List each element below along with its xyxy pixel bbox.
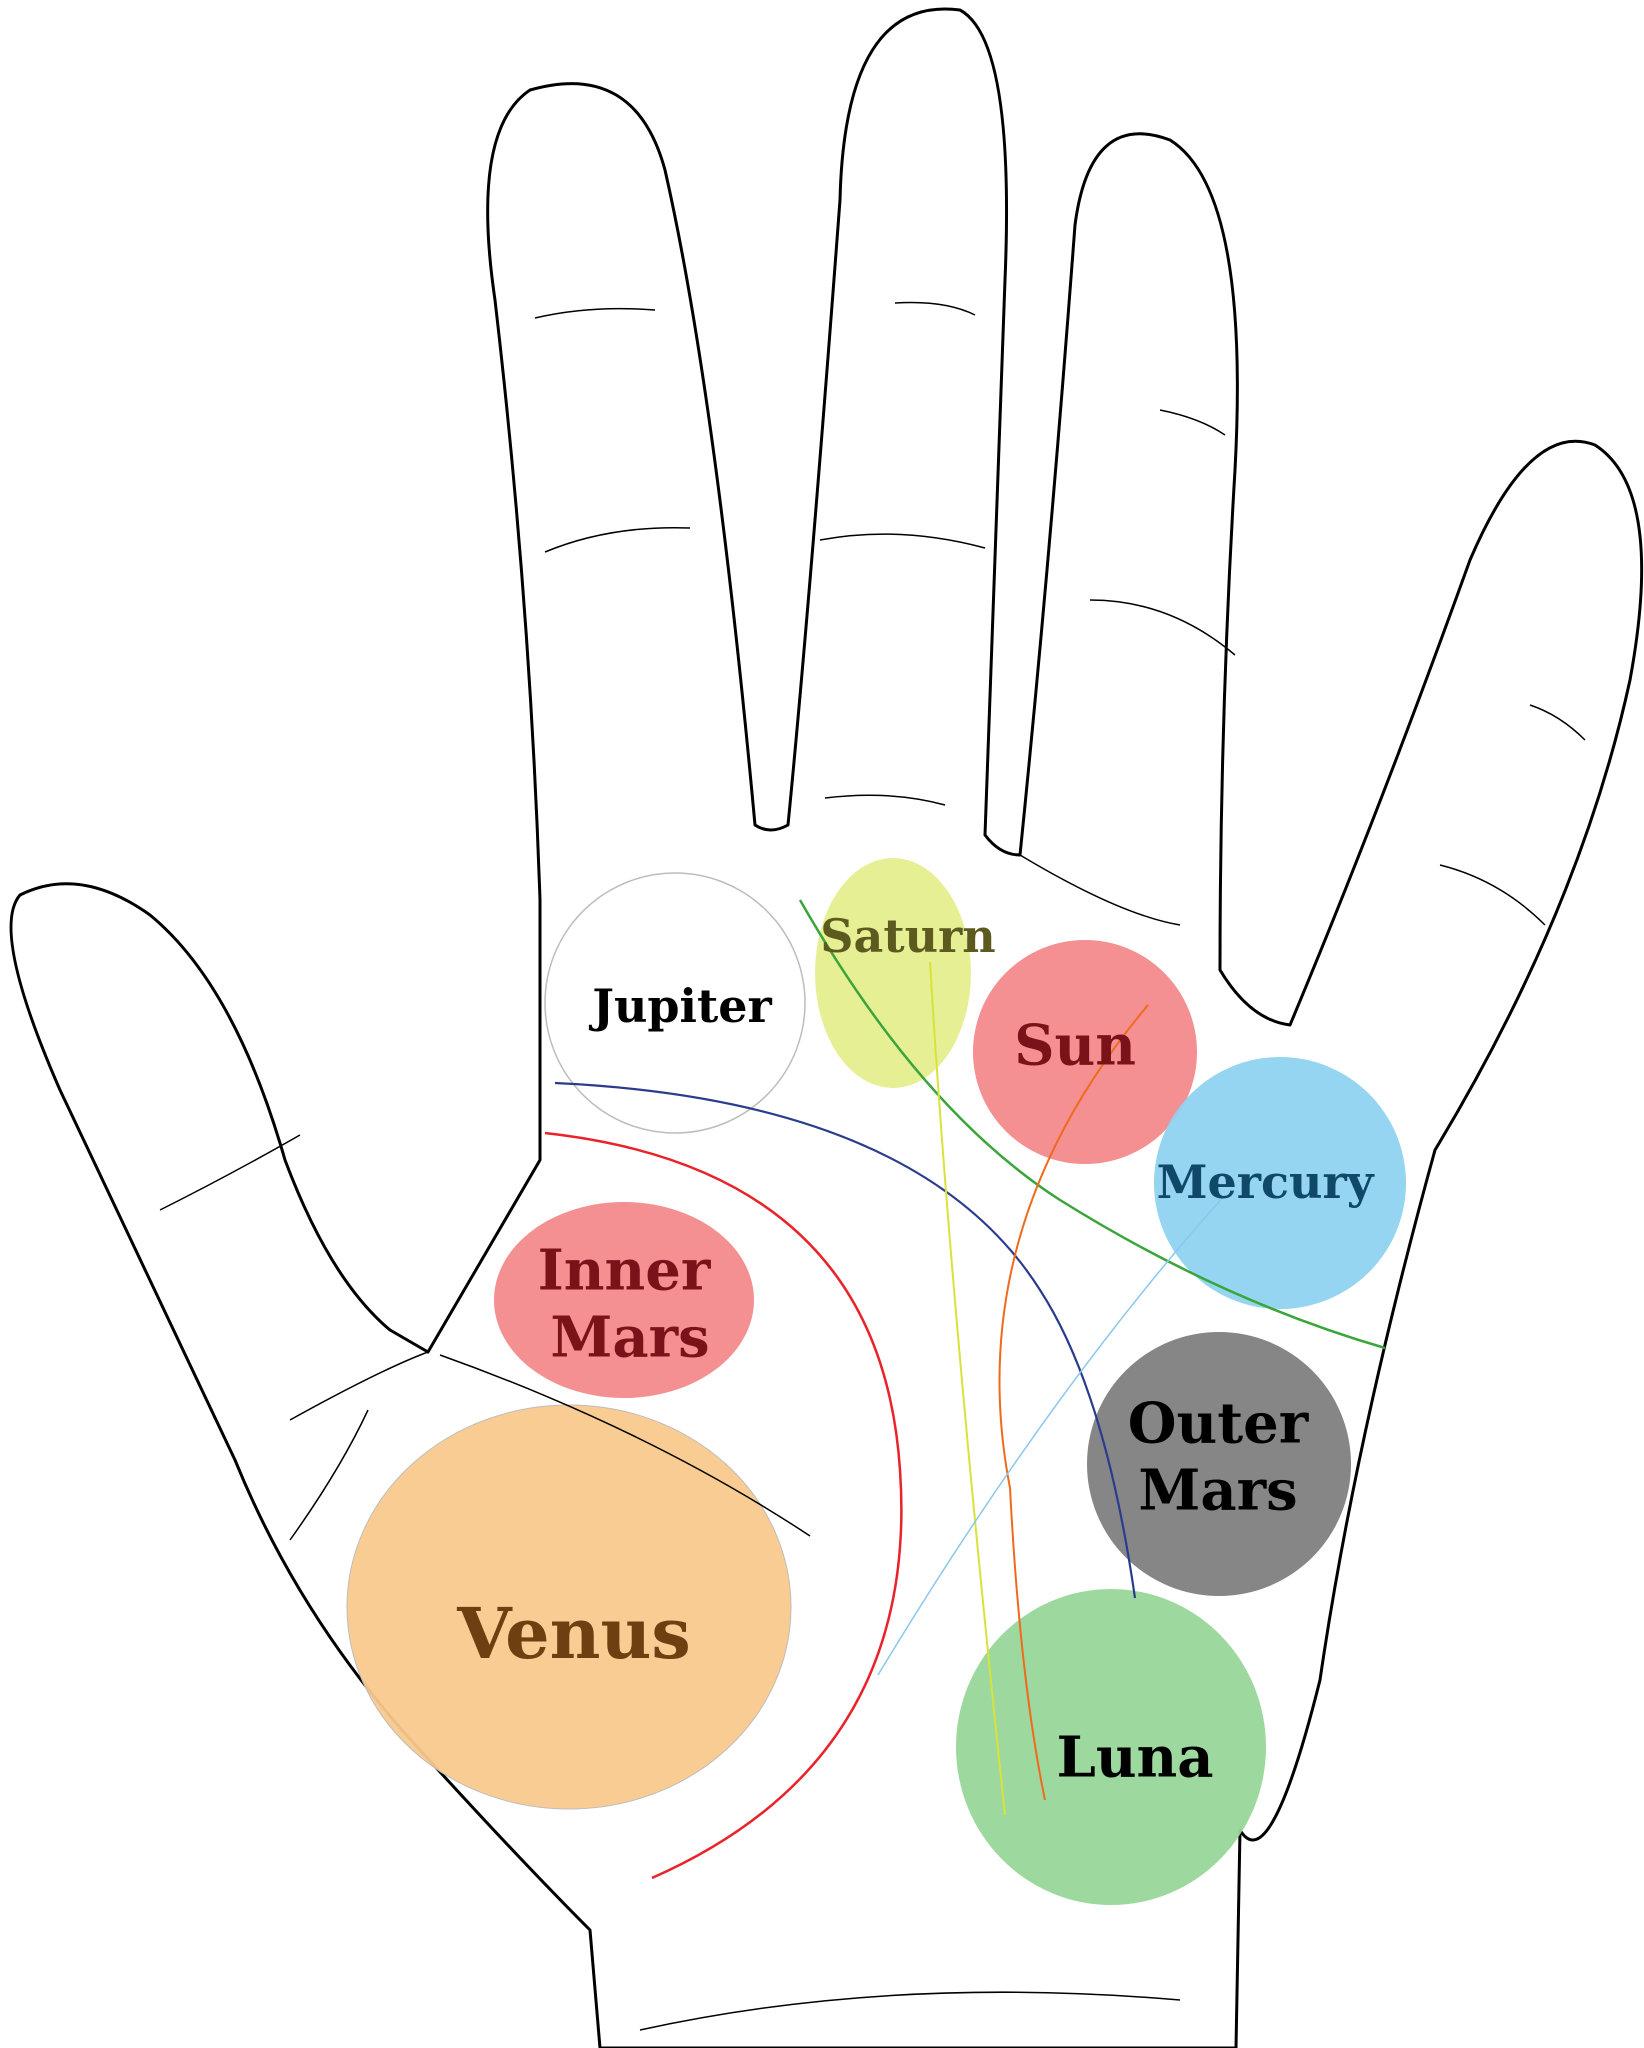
mount-saturn-circle bbox=[815, 858, 971, 1088]
thumb-ball-line bbox=[439, 1354, 811, 1537]
wrist-crease bbox=[639, 1991, 1181, 2031]
ring-crease-lower bbox=[1089, 599, 1236, 656]
sun-line bbox=[998, 1004, 1149, 1801]
label-mercury: Mercury bbox=[1157, 1155, 1375, 1209]
pinky-crease-upper bbox=[1529, 704, 1586, 741]
index-crease-upper bbox=[534, 307, 656, 319]
mercury-line bbox=[877, 1194, 1226, 1676]
label-saturn: Saturn bbox=[820, 909, 995, 963]
index-crease-lower bbox=[544, 526, 691, 553]
pinky-crease-lower bbox=[1439, 864, 1546, 926]
palm-lines bbox=[439, 899, 1386, 1880]
label-outer-mars-line2: Mars bbox=[1138, 1458, 1297, 1524]
fate-line bbox=[929, 961, 1006, 1816]
finger-creases bbox=[159, 301, 1586, 2031]
mounts bbox=[346, 858, 1406, 1905]
label-inner-mars-line1: Inner bbox=[538, 1238, 712, 1304]
thumb-crease-upper bbox=[159, 1134, 301, 1211]
middle-crease-base bbox=[824, 794, 946, 806]
ring-crease-upper bbox=[1159, 409, 1226, 436]
mount-jupiter-circle bbox=[544, 872, 806, 1134]
head-line bbox=[554, 1081, 1137, 1599]
middle-crease-lower bbox=[819, 533, 986, 549]
thumb-crease-lower bbox=[289, 1351, 429, 1421]
life-line bbox=[544, 1131, 903, 1880]
thumb-crease-side bbox=[289, 1409, 369, 1541]
label-inner-mars-line2: Mars bbox=[550, 1305, 709, 1371]
middle-crease-upper bbox=[894, 301, 976, 316]
mount-inner-mars-circle bbox=[494, 1202, 754, 1398]
label-sun: Sun bbox=[1014, 1013, 1136, 1079]
label-jupiter: Jupiter bbox=[588, 979, 772, 1033]
mount-luna-circle bbox=[956, 1589, 1266, 1905]
heart-line bbox=[798, 899, 1386, 1350]
mount-mercury-circle bbox=[1154, 1057, 1406, 1309]
mount-sun-circle bbox=[973, 940, 1197, 1164]
mount-venus-circle bbox=[346, 1404, 792, 1810]
mount-labels: Jupiter Saturn Sun Mercury Inner Mars Ou… bbox=[456, 909, 1375, 1791]
label-luna: Luna bbox=[1056, 1725, 1213, 1791]
pinky-base-crease bbox=[1019, 854, 1181, 926]
label-outer-mars-line1: Outer bbox=[1128, 1391, 1310, 1457]
mount-outer-mars-circle bbox=[1087, 1332, 1351, 1596]
label-venus: Venus bbox=[456, 1592, 691, 1675]
